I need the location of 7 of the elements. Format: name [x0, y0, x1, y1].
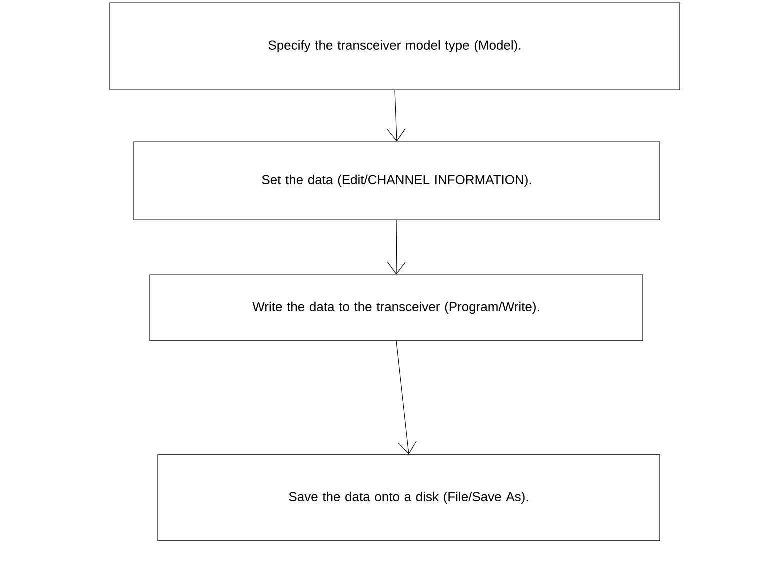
process-box: Write the data to the transceiver (Program/Write). — [150, 274, 644, 342]
process-box: Set the data (Edit/CHANNEL INFORMATION). — [134, 142, 660, 220]
arrow — [387, 90, 406, 142]
arrow — [387, 220, 406, 275]
process-box: Specify the transceiver model type (Model). — [110, 2, 680, 90]
process-box: Save the data onto a disk (File/Save As). — [158, 454, 660, 542]
arrow — [396, 341, 417, 455]
